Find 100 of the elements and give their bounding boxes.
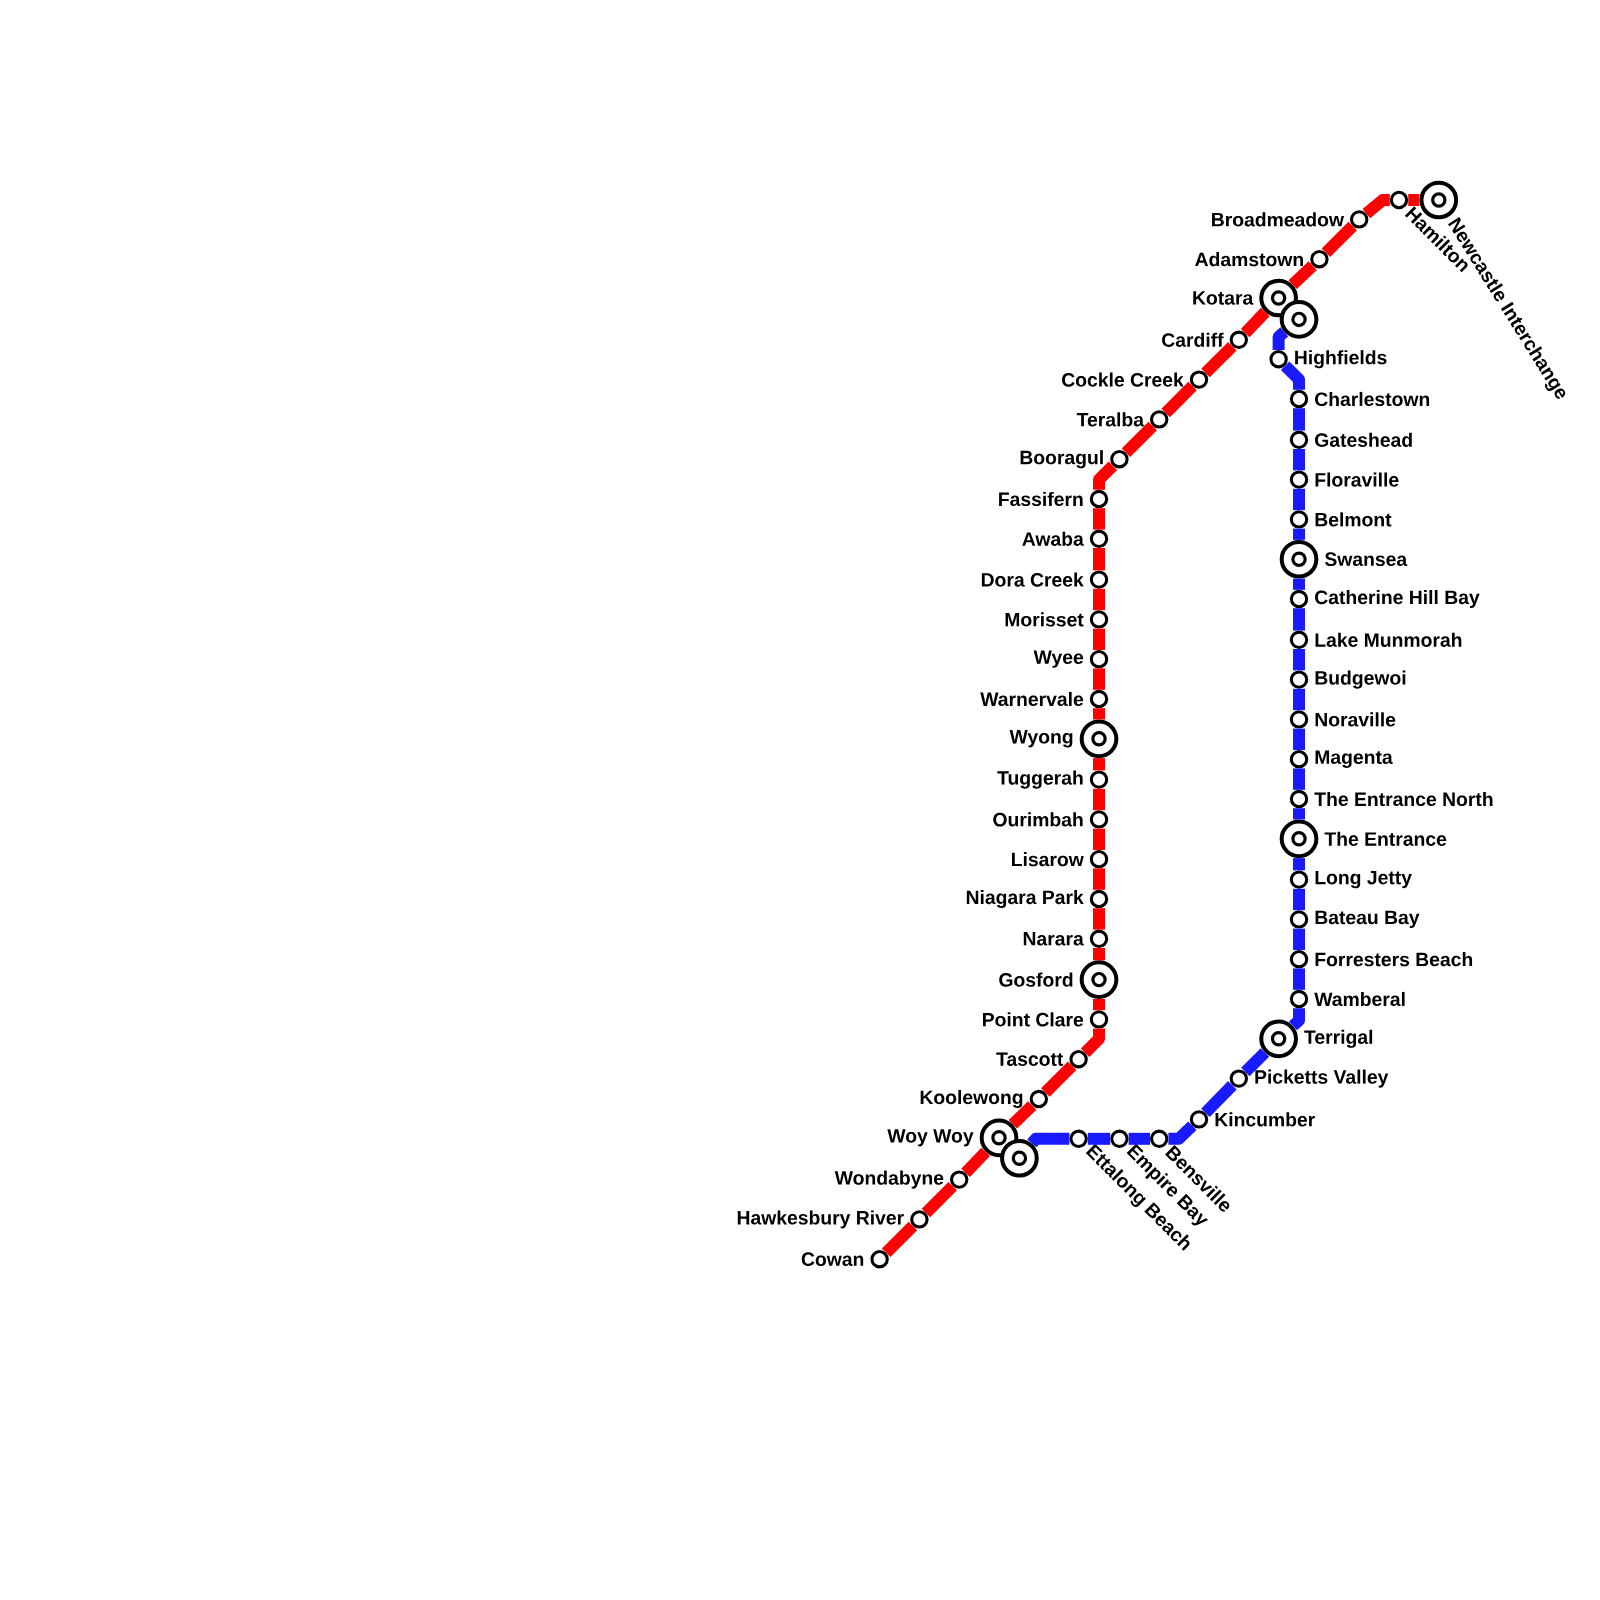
node-label: Bateau Bay bbox=[1315, 910, 1420, 929]
rail-line bbox=[1041, 1061, 1077, 1097]
node-label: Cardiff bbox=[1162, 332, 1224, 347]
node-label: Gosford bbox=[999, 972, 1073, 987]
station: Charlestown bbox=[1289, 389, 1430, 409]
rail-line bbox=[961, 1147, 991, 1178]
rail-line bbox=[1293, 649, 1305, 671]
rail-line bbox=[1093, 788, 1105, 811]
node-label: Warnervale bbox=[980, 691, 1084, 707]
rail-line bbox=[1293, 608, 1305, 631]
rail-line bbox=[1293, 968, 1305, 990]
node-label: Kotara bbox=[1193, 291, 1254, 305]
rail-line bbox=[1128, 1132, 1150, 1145]
node-label: Cowan bbox=[801, 1252, 864, 1267]
rail-line bbox=[1093, 868, 1105, 890]
station: Floraville bbox=[1289, 470, 1399, 489]
station: Adamstown bbox=[1195, 250, 1329, 269]
rail-line bbox=[1008, 1101, 1037, 1129]
node-label: Tascott bbox=[996, 1052, 1064, 1066]
interchange-station bbox=[1000, 1138, 1039, 1178]
station: Point Clare bbox=[983, 1010, 1109, 1029]
station: Koolewong bbox=[920, 1089, 1048, 1109]
node-label: Wyee bbox=[1033, 650, 1084, 668]
station: Narara bbox=[1023, 929, 1109, 948]
rail-line bbox=[1362, 194, 1390, 219]
rail-line bbox=[1093, 708, 1105, 720]
rail-line bbox=[1293, 888, 1305, 911]
node-label: The Entrance North bbox=[1314, 791, 1493, 807]
rail-line bbox=[1240, 307, 1270, 338]
node-label: Awaba bbox=[1022, 531, 1084, 546]
station: Booragul bbox=[1020, 450, 1129, 469]
station: Belmont bbox=[1289, 510, 1392, 529]
rail-line bbox=[1293, 528, 1305, 540]
node-label: Narara bbox=[1023, 932, 1084, 946]
station: Budgewoi bbox=[1289, 670, 1406, 689]
node-label: Lake Munmorah bbox=[1315, 632, 1462, 647]
interchange-station: The Entrance bbox=[1279, 819, 1447, 859]
rail-line bbox=[921, 1181, 957, 1218]
interchange-station: Swansea bbox=[1279, 539, 1408, 579]
rail-line bbox=[1093, 948, 1105, 961]
node-label: Adamstown bbox=[1195, 252, 1303, 267]
station: Wamberal bbox=[1289, 989, 1405, 1009]
interchange-station bbox=[1279, 300, 1319, 339]
node-label: The Entrance bbox=[1324, 831, 1447, 846]
node-label: Gateshead bbox=[1315, 432, 1412, 447]
node-label: Noraville bbox=[1315, 712, 1396, 727]
rail-line bbox=[1293, 728, 1305, 750]
node-label: Wondabyne bbox=[834, 1170, 944, 1189]
rail-line bbox=[1293, 408, 1305, 431]
node-label: Wyong bbox=[1009, 730, 1073, 748]
station: Cowan bbox=[801, 1250, 889, 1269]
node-label: Kincumber bbox=[1215, 1112, 1315, 1127]
node-label: Budgewoi bbox=[1315, 670, 1406, 689]
rail-line bbox=[1093, 758, 1105, 771]
node-label: Tuggerah bbox=[997, 770, 1083, 789]
node-label: Ourimbah bbox=[993, 812, 1083, 827]
station: Teralba bbox=[1076, 410, 1169, 429]
station: Picketts Valley bbox=[1229, 1069, 1389, 1088]
station: Wondabyne bbox=[834, 1170, 969, 1189]
station: Cardiff bbox=[1162, 330, 1248, 349]
station: Magenta bbox=[1289, 750, 1393, 769]
interchange-station: Gosford bbox=[999, 960, 1119, 999]
node-label: Broadmeadow bbox=[1212, 212, 1344, 227]
node-label: Fassifern bbox=[999, 491, 1083, 507]
node-label: Cockle Creek bbox=[1062, 372, 1184, 387]
rail-line bbox=[1272, 327, 1289, 350]
station: Dora Creek bbox=[981, 570, 1109, 589]
station: Niagara Park bbox=[966, 889, 1109, 909]
interchange-station: Terrigal bbox=[1259, 1019, 1373, 1059]
rail-line bbox=[1087, 1132, 1111, 1145]
node-label: Highfields bbox=[1295, 350, 1387, 369]
rail-line bbox=[1293, 449, 1305, 471]
rail-line bbox=[1293, 488, 1305, 511]
rail-line bbox=[1280, 361, 1305, 390]
node-label: Catherine Hill Bay bbox=[1315, 590, 1480, 609]
station: Highfields bbox=[1269, 350, 1387, 369]
node-label: Booragul bbox=[1020, 450, 1103, 469]
rail-line bbox=[1093, 508, 1105, 530]
rail-line bbox=[1241, 1048, 1270, 1077]
node-label: Magenta bbox=[1315, 750, 1393, 768]
rail-line bbox=[1201, 342, 1237, 378]
rail-line bbox=[1293, 808, 1305, 820]
rail-line bbox=[881, 1221, 918, 1257]
rail-line bbox=[1093, 908, 1105, 930]
rail-line bbox=[1201, 1081, 1237, 1118]
station: Gateshead bbox=[1289, 430, 1412, 449]
station: Forresters Beach bbox=[1289, 950, 1473, 969]
node-label: Wamberal bbox=[1314, 991, 1405, 1007]
rail-line bbox=[1093, 668, 1105, 690]
rail-line bbox=[1093, 998, 1105, 1011]
node-label: Morisset bbox=[1005, 612, 1084, 627]
node-label: Woy Woy bbox=[887, 1129, 974, 1147]
rail-line bbox=[1293, 688, 1305, 711]
station: Lisarow bbox=[1012, 850, 1109, 869]
station: Fassifern bbox=[999, 489, 1109, 509]
node-label: Dora Creek bbox=[981, 572, 1084, 587]
rail-line bbox=[1093, 588, 1105, 611]
rail-line bbox=[1093, 548, 1105, 571]
node-label: Swansea bbox=[1324, 552, 1408, 567]
station: Morisset bbox=[1005, 610, 1109, 629]
